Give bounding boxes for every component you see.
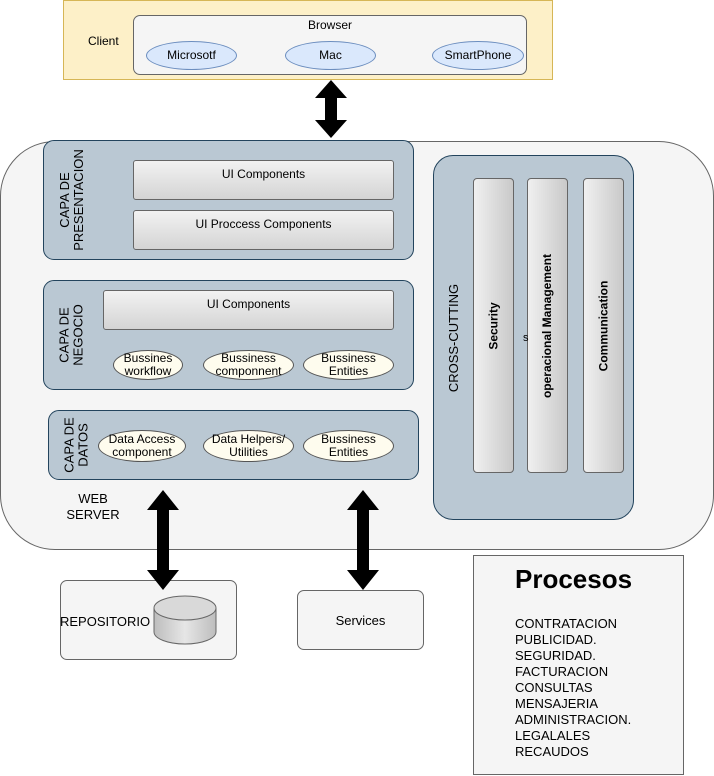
procesos-item: LEGALALES (515, 728, 591, 743)
procesos-item: SEGURIDAD. (515, 648, 596, 663)
business-layer-label: CAPA DE NEGOCIO (57, 304, 86, 366)
business-entities: Bussiness Entities (303, 350, 394, 380)
security-pillar (473, 178, 514, 473)
security-label: Security (486, 301, 501, 350)
procesos-box (473, 555, 684, 775)
procesos-item: ADMINISTRACION. (515, 712, 632, 727)
data-helpers-utilities: Data Helpers/ Utilities (203, 430, 294, 462)
procesos-item: RECAUDOS (515, 744, 589, 759)
data-access-component: Data Access component (98, 430, 186, 462)
database-cylinder-icon (153, 595, 217, 645)
business-ui-components-box: UI Components (103, 290, 394, 330)
procesos-item: CONTRATACION (515, 616, 618, 631)
communication-label: Communication (596, 280, 611, 371)
stray-mark: s (523, 332, 529, 344)
procesos-item: PUBLICIDAD. (515, 632, 597, 647)
procesos-item: FACTURACION (515, 664, 609, 679)
operational-management-label: operacional Management (540, 253, 555, 398)
device-microsoft: Microsotf (146, 41, 237, 70)
communication-pillar (583, 178, 624, 473)
device-smartphone: SmartPhone (432, 41, 524, 70)
services-label: Services (335, 612, 386, 628)
procesos-list: CONTRATACION PUBLICIDAD. SEGURIDAD. FACT… (515, 616, 631, 760)
ui-components-box: UI Components (133, 160, 394, 200)
cross-cutting-label: CROSS-CUTTING (446, 283, 461, 392)
ui-process-components-box: UI Proccess Components (133, 210, 394, 250)
web-server-label: WEB SERVER (66, 491, 120, 522)
client-label: Client (88, 34, 119, 48)
procesos-item: MENSAJERIA (515, 696, 599, 711)
client-server-arrow (315, 80, 347, 138)
services-box: Services (297, 590, 424, 650)
business-component: Bussiness componnent (203, 350, 294, 380)
repository-label: REPOSITORIO (60, 614, 151, 629)
operational-management-pillar (527, 178, 568, 473)
procesos-item: CONSULTAS (515, 680, 593, 695)
presentation-layer-label: CAPA DE PRESENTACION (57, 149, 87, 251)
browser-title: Browser (307, 18, 352, 32)
procesos-title: Procesos (515, 564, 633, 594)
business-workflow: Bussines workflow (113, 350, 183, 380)
device-mac: Mac (285, 41, 376, 70)
data-business-entities: Bussiness Entities (303, 430, 394, 462)
